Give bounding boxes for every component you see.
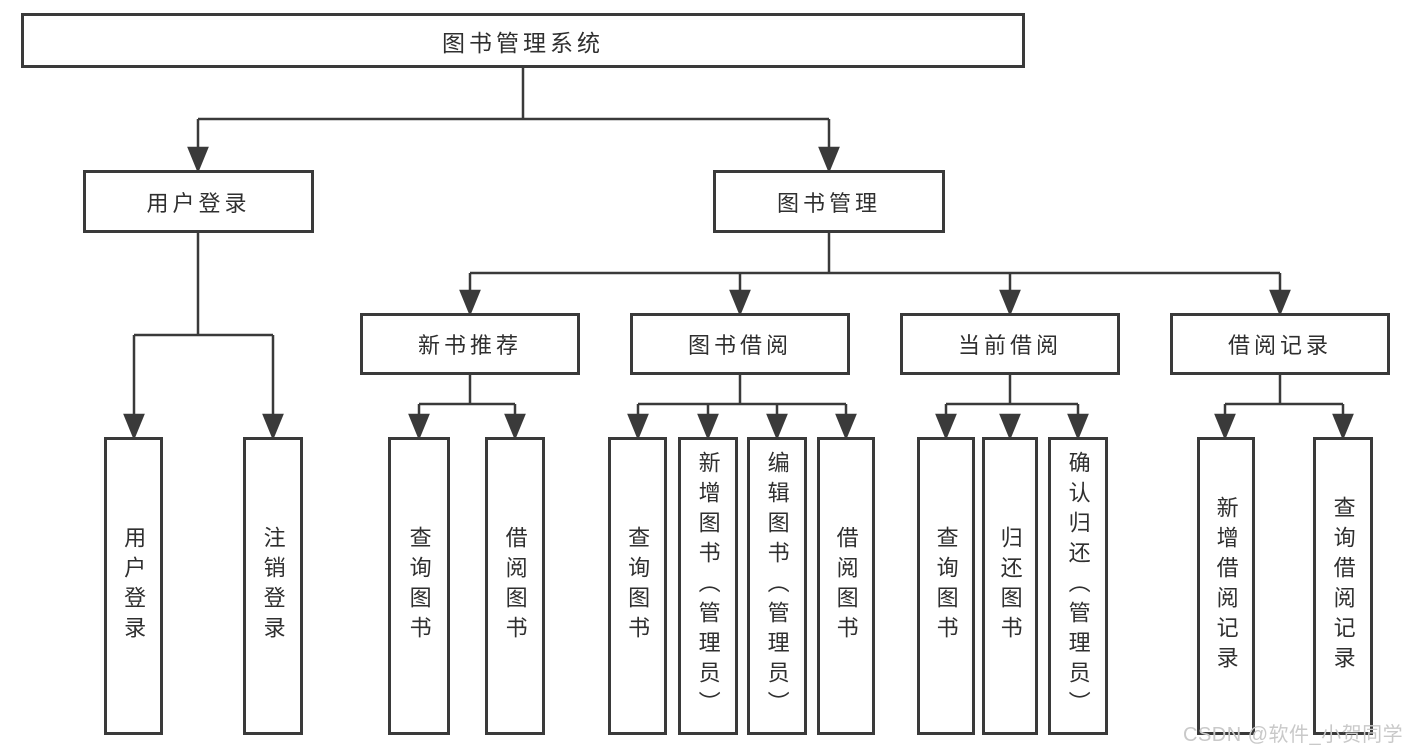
leaf-borrow-query-books: 查询图书	[608, 437, 667, 735]
arrowhead-icon	[729, 289, 751, 317]
arrowhead-icon	[262, 413, 284, 441]
node-label: 借阅图书	[502, 526, 528, 646]
connector-current-borrow	[935, 375, 1089, 441]
leaf-records-query-record: 查询借阅记录	[1313, 437, 1373, 735]
arrowhead-icon	[835, 413, 857, 441]
arrowhead-icon	[123, 413, 145, 441]
arrowhead-icon	[627, 413, 649, 441]
node-label: 新书推荐	[417, 333, 522, 358]
arrowhead-icon	[818, 146, 840, 174]
arrowhead-icon	[187, 146, 209, 174]
leaf-current-return-books: 归还图书	[982, 437, 1038, 735]
node-label: 图书管理系统	[442, 29, 604, 56]
arrowhead-icon	[504, 413, 526, 441]
leaf-current-query-books: 查询图书	[917, 437, 975, 735]
leaf-recommend-borrow-books: 借阅图书	[485, 437, 545, 735]
node-borrow-records: 借阅记录	[1170, 313, 1390, 375]
connector-root-to-level2	[187, 68, 840, 174]
node-label: 图书借阅	[687, 333, 792, 358]
leaf-recommend-query-books: 查询图书	[388, 437, 450, 735]
node-book-borrow: 图书借阅	[630, 313, 850, 375]
leaf-user-login: 用户登录	[104, 437, 163, 735]
connector-book-management	[459, 233, 1291, 317]
leaf-logout: 注销登录	[243, 437, 303, 735]
leaf-borrow-add-books-admin: 新增图书（管理员）	[678, 437, 738, 735]
leaf-borrow-edit-books-admin: 编辑图书（管理员）	[747, 437, 807, 735]
node-label: 确认归还（管理员）	[1065, 451, 1091, 721]
connector-new-book-recommend	[408, 375, 526, 441]
node-label: 注销登录	[260, 526, 286, 646]
arrowhead-icon	[766, 413, 788, 441]
node-label: 查询借阅记录	[1330, 496, 1356, 676]
leaf-current-confirm-return-admin: 确认归还（管理员）	[1048, 437, 1108, 735]
arrowhead-icon	[1332, 413, 1354, 441]
node-label: 查询图书	[406, 526, 432, 646]
connector-borrow-records	[1214, 375, 1354, 441]
node-label: 编辑图书（管理员）	[764, 451, 790, 721]
csdn-watermark: CSDN @软件_小贺同学	[1183, 724, 1404, 746]
arrowhead-icon	[999, 289, 1021, 317]
connector-user-login	[123, 233, 284, 441]
node-library-management-system: 图书管理系统	[21, 13, 1025, 68]
leaf-records-add-record: 新增借阅记录	[1197, 437, 1255, 735]
arrowhead-icon	[697, 413, 719, 441]
node-label: 当前借阅	[957, 333, 1062, 358]
arrowhead-icon	[1214, 413, 1236, 441]
node-user-login: 用户登录	[83, 170, 314, 233]
node-label: 借阅记录	[1227, 333, 1332, 358]
arrowhead-icon	[459, 289, 481, 317]
node-label: 新增借阅记录	[1213, 496, 1239, 676]
arrowhead-icon	[1269, 289, 1291, 317]
arrowhead-icon	[408, 413, 430, 441]
node-label: 新增图书（管理员）	[695, 451, 721, 721]
node-label: 归还图书	[997, 526, 1023, 646]
node-new-book-recommend: 新书推荐	[360, 313, 580, 375]
node-label: 查询图书	[933, 526, 959, 646]
arrowhead-icon	[935, 413, 957, 441]
node-label: 用户登录	[121, 526, 147, 646]
node-label: 查询图书	[625, 526, 651, 646]
arrowhead-icon	[999, 413, 1021, 441]
node-label: 图书管理	[776, 190, 881, 216]
node-current-borrow: 当前借阅	[900, 313, 1120, 375]
node-book-management: 图书管理	[713, 170, 945, 233]
node-label: 用户登录	[146, 190, 251, 216]
leaf-borrow-borrow-books: 借阅图书	[817, 437, 875, 735]
node-label: 借阅图书	[833, 526, 859, 646]
arrowhead-icon	[1067, 413, 1089, 441]
connector-book-borrow	[627, 375, 857, 441]
